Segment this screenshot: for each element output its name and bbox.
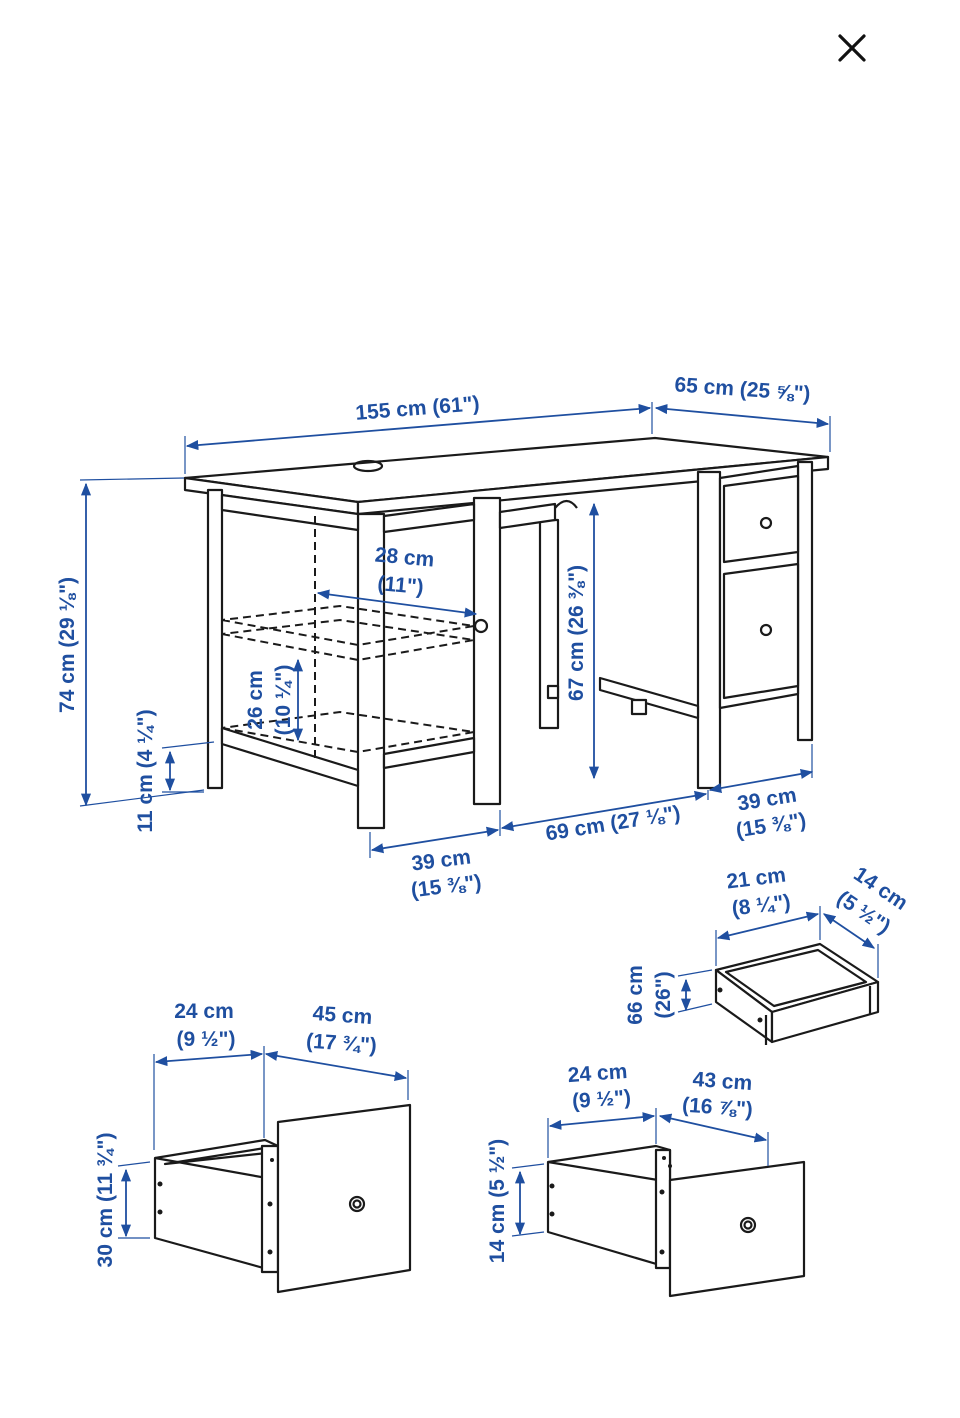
shelf-height-cm-label: 26 cm [244,670,267,730]
medium-drawer-width-in-label: (9 ½") [571,1086,631,1113]
large-drawer-illustration [153,1103,412,1294]
medium-drawer-depth-in-label: (16 ⅞") [681,1094,753,1122]
close-icon [838,34,866,62]
large-drawer-width-cm-label: 24 cm [174,1000,234,1023]
small-drawer-width-cm-label: 21 cm [725,864,787,894]
small-drawer-height-cm-label: 66 cm [624,965,647,1025]
medium-drawer-dimensions [511,1108,769,1237]
desk-illustration [183,436,830,830]
close-button[interactable] [826,22,878,74]
desk-depth-label: 65 cm (25 ⅝") [674,373,811,405]
left-width-in-label: (15 ⅜") [410,871,483,902]
desk-knee-height-label: 67 cm (26 ⅜") [565,565,588,701]
small-drawer-illustration [714,942,880,1045]
large-drawer-height-label: 30 cm (11 ¾") [94,1133,117,1268]
large-drawer-depth-in-label: (17 ¾") [305,1030,377,1058]
small-drawer-dimensions [677,906,879,1013]
medium-drawer-depth-cm-label: 43 cm [692,1068,753,1095]
desk-dimensions [79,402,831,858]
desk-height-label: 74 cm (29 ⅛") [56,577,79,713]
desk-width-label: 155 cm (61") [355,392,481,425]
medium-drawer-height-label: 14 cm (5 ½") [486,1139,509,1263]
shelf-height-in-label: (10 ¼") [272,665,295,736]
large-drawer-dimensions [117,1046,409,1239]
medium-drawer-width-cm-label: 24 cm [567,1060,628,1087]
base-height-label: 11 cm (4 ¼") [134,709,157,832]
middle-width-label: 69 cm (27 ⅛") [544,802,682,846]
large-drawer-depth-cm-label: 45 cm [312,1002,373,1029]
left-width-cm-label: 39 cm [410,846,472,876]
small-drawer-width-in-label: (8 ¼") [731,891,792,921]
shelf-depth-in-label: (11") [377,572,425,599]
large-drawer-width-in-label: (9 ½") [177,1028,236,1051]
small-drawer-height-in-label: (26") [652,971,675,1018]
medium-drawer-illustration [546,1144,806,1298]
shelf-depth-cm-label: 28 cm [374,543,435,571]
